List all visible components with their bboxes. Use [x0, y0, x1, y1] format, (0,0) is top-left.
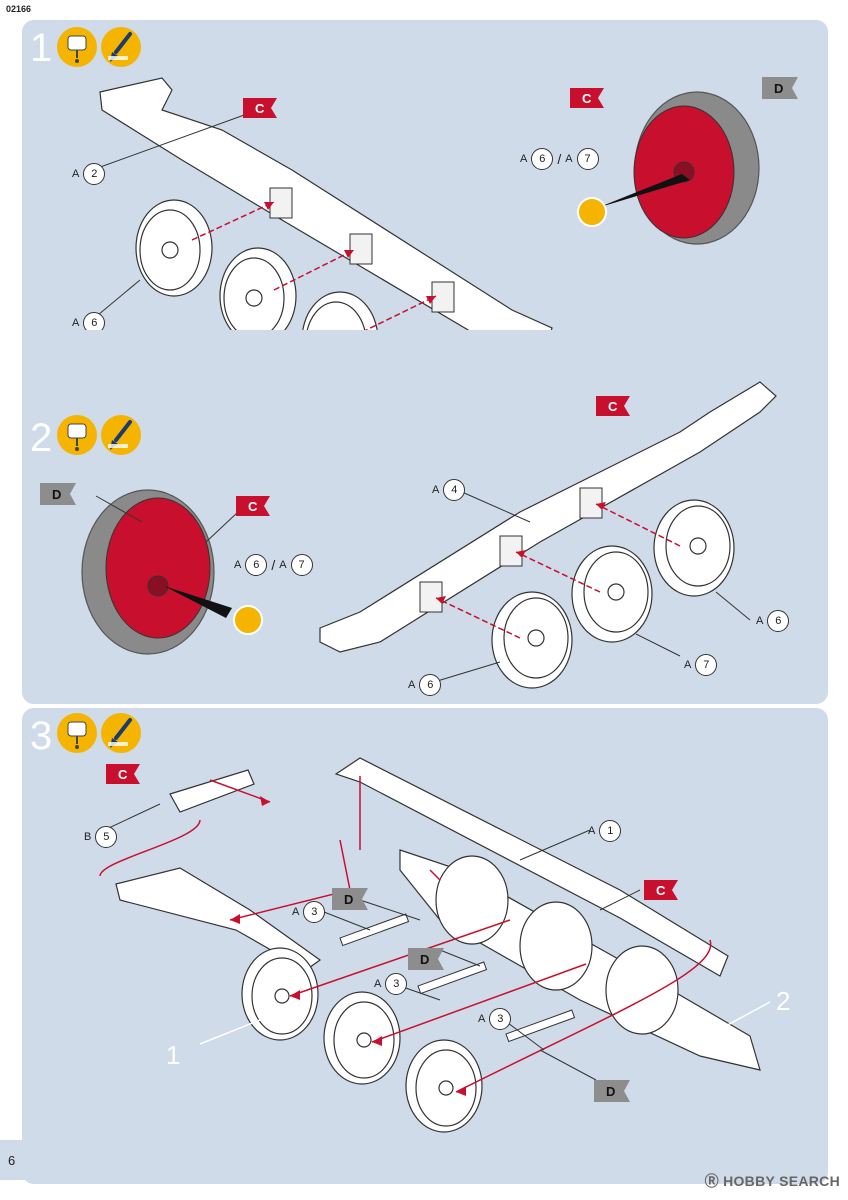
paint-brush-icon — [101, 415, 141, 455]
paint-brush-icon — [101, 27, 141, 67]
step-2-illustration — [81, 381, 777, 689]
paint-flag-c: C — [106, 764, 140, 784]
glue-tube-icon — [57, 713, 97, 753]
wheel-left — [135, 199, 213, 297]
step-number: 2 — [30, 416, 53, 460]
subassembly-ref: 1 — [166, 1040, 181, 1070]
paint-brush-icon — [101, 713, 141, 753]
paint-code: C — [255, 101, 265, 116]
paint-code: C — [656, 883, 666, 898]
paint-flag-d: D — [594, 1080, 630, 1102]
paint-code: D — [344, 892, 353, 907]
paint-code: D — [774, 81, 783, 96]
paint-code: C — [118, 767, 128, 782]
paint-flag-c: C — [644, 880, 678, 900]
step-number: 1 — [30, 26, 53, 70]
paint-code: C — [248, 499, 258, 514]
step-1-illustration — [91, 77, 760, 389]
glue-tube-icon — [57, 27, 97, 67]
paint-flag-c: C — [236, 496, 270, 516]
paint-flag-c: C — [596, 396, 630, 416]
subassembly-ref: 2 — [776, 986, 791, 1016]
paint-code: D — [420, 952, 429, 967]
watermark: Ⓡ HOBBY SEARCH — [704, 1173, 840, 1189]
page-number: 6 — [0, 1140, 58, 1180]
paint-flag-d: D — [408, 948, 444, 970]
detail-wheel — [81, 489, 215, 655]
separator: / — [557, 151, 562, 167]
document-number: 02166 — [6, 4, 32, 14]
paint-flag-c: C — [243, 98, 277, 118]
paint-flag-d: D — [762, 77, 798, 99]
paint-code: C — [608, 399, 618, 414]
glue-tube-icon — [57, 415, 97, 455]
step-3-illustration — [95, 757, 771, 1133]
paint-code: D — [606, 1084, 615, 1099]
paint-code: D — [52, 487, 61, 502]
paint-flag-d: D — [332, 888, 368, 910]
detail-wheel — [633, 91, 760, 245]
step-number: 3 — [30, 714, 53, 758]
paint-flag-c: C — [570, 88, 604, 108]
paint-code: C — [582, 91, 592, 106]
paint-flag-d: D — [40, 483, 76, 505]
separator: / — [271, 557, 276, 573]
